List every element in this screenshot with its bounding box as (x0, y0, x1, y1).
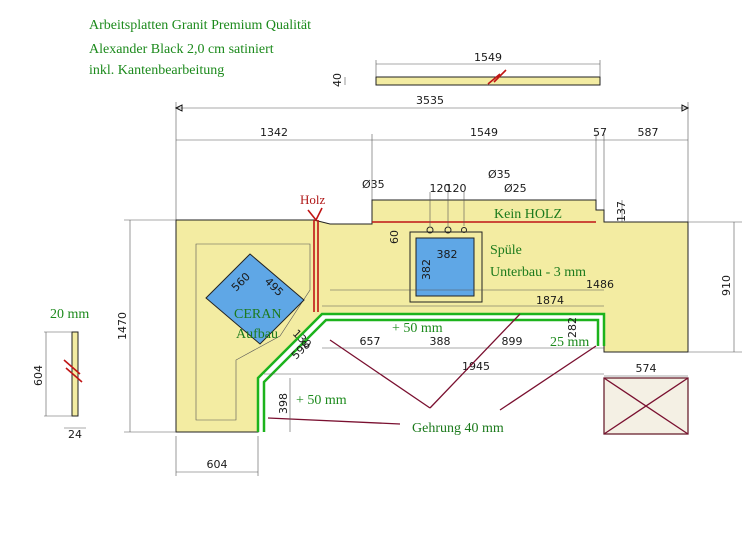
dim-total-width: 3535 (416, 94, 444, 107)
ceran-label: CERAN (234, 307, 281, 322)
dim-lower-height: 398 (277, 393, 290, 414)
dim-seg-c: 899 (502, 335, 523, 348)
dim-gap: 57 (593, 126, 607, 139)
dim-hole-spacing-2: 120 (446, 182, 467, 195)
gehrung-label: Gehrung 40 mm (412, 421, 504, 436)
dim-sink-width: 382 (437, 248, 458, 261)
dim-right-width: 587 (638, 126, 659, 139)
holz-label: Holz (300, 192, 326, 207)
tap-hole-2 (444, 226, 452, 234)
side-mm-label: 20 mm (50, 307, 89, 322)
plus50-label-b: + 50 mm (296, 393, 347, 408)
dim-left-width: 1342 (260, 126, 288, 139)
dim-right-depth: 1486 (586, 278, 614, 291)
dim-hole-2: Ø35 (488, 168, 511, 181)
dim-bottom-inner: 1945 (462, 360, 490, 373)
dim-step-height: 137 (615, 201, 628, 222)
edge-plus50 (256, 312, 606, 432)
sink-basin (415, 237, 475, 297)
dim-hole-3: Ø25 (504, 182, 527, 195)
spuele-label: Spüle (490, 243, 522, 258)
plus50-label-a: + 50 mm (392, 321, 443, 336)
holz-edge-line (313, 220, 319, 312)
kein-holz-label: Kein HOLZ (494, 207, 562, 222)
side-mark (63, 359, 83, 383)
gehrung-leaders (267, 313, 597, 425)
dim-side-height: 604 (32, 365, 45, 386)
dim-sink-offset: 60 (388, 230, 401, 244)
dim-inner-length: 1874 (536, 294, 564, 307)
header-line-1: Arbeitsplatten Granit Premium Qualität (89, 18, 311, 33)
header-line-2: Alexander Black 2,0 cm satiniert (89, 42, 274, 57)
dim-hole-spacing-1: 120 (430, 182, 451, 195)
cabinet-cross (603, 377, 689, 435)
tap-hole-1 (426, 226, 434, 234)
tap-hole-3 (461, 227, 467, 233)
dim-right-height: 910 (720, 275, 733, 296)
dim-seg-a: 657 (360, 335, 381, 348)
dim-seg-d: 282 (566, 317, 579, 338)
strip-mark (487, 69, 507, 85)
dim-bottom-width: 604 (207, 458, 228, 471)
dim-cabinet-width: 574 (636, 362, 657, 375)
dim-strip-length: 1549 (474, 51, 502, 64)
edge-plus50-inner (262, 318, 600, 432)
inner-cabinet-outline (195, 243, 311, 421)
mm25-label: 25 mm (550, 335, 589, 350)
unterbau-label: Unterbau - 3 mm (490, 265, 586, 280)
dim-seg-b: 388 (430, 335, 451, 348)
dim-mid-width: 1549 (470, 126, 498, 139)
cooktop-ceran (205, 253, 305, 345)
dim-side-thickness: 24 (68, 428, 82, 441)
top-edge-strip (375, 76, 601, 86)
header-line-3: inkl. Kantenbearbeitung (89, 63, 224, 78)
holz-mark (307, 207, 323, 222)
dim-left-height: 1470 (116, 312, 129, 340)
dim-strip-height: 40 (331, 73, 344, 87)
aufbau-label: Aufbau (236, 327, 278, 342)
dim-sink-height: 382 (420, 259, 433, 280)
dim-hole-1: Ø35 (362, 178, 385, 191)
